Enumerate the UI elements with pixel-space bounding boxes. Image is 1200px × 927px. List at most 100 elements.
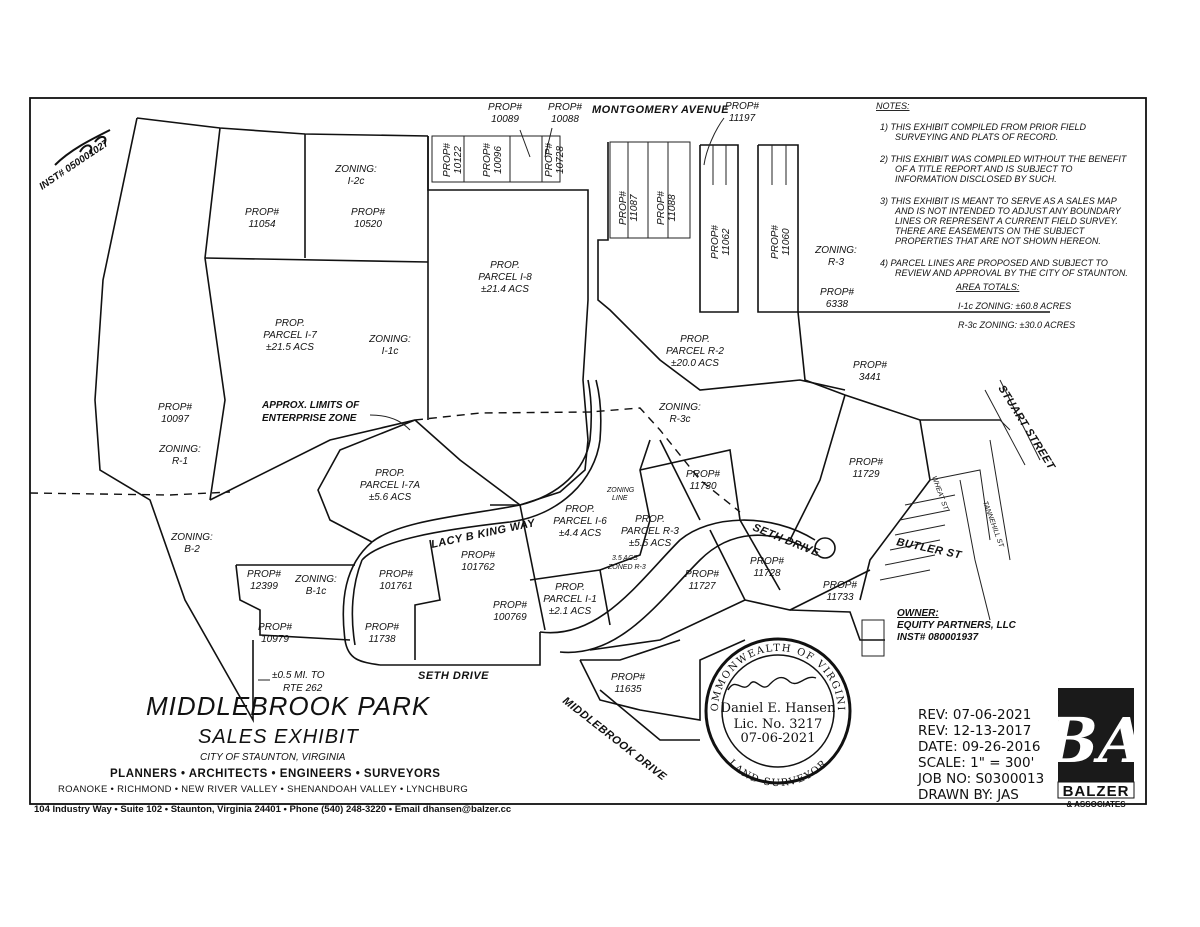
parcel-label-z11c: ZONING:I-1c <box>368 334 411 357</box>
map-title-1: MIDDLEBROOK PARK <box>146 691 431 721</box>
parcel-label-p11733: PROP#11733 <box>823 580 857 603</box>
parcel-label-p10089: PROP#10089 <box>488 102 522 125</box>
rte-note-1: ±0.5 MI. TO <box>272 670 325 681</box>
logo-sub: & ASSOCIATES <box>1066 800 1126 809</box>
parcel-label-p10520: PROP#10520 <box>351 207 385 230</box>
rte-note-2: RTE 262 <box>283 683 323 694</box>
logo-name: BALZER <box>1063 783 1130 800</box>
owner-name: EQUITY PARTNERS, LLC <box>897 620 1017 631</box>
map-title-2: SALES EXHIBIT <box>198 726 360 748</box>
owner-block: OWNER: EQUITY PARTNERS, LLC INST# 080001… <box>897 608 1017 643</box>
logo-letters: BA <box>1044 704 1147 777</box>
seal-date: 07-06-2021 <box>741 731 816 746</box>
map-city: CITY OF STAUNTON, VIRGINIA <box>200 752 346 763</box>
zoning-line-label-2: LINE <box>612 495 628 502</box>
parcel-label-p11727: PROP#11727 <box>685 569 719 592</box>
area-i1c: I-1c ZONING: ±60.8 ACRES <box>958 301 1071 311</box>
rev-job: JOB NO: S0300013 <box>917 771 1044 787</box>
parcel-label-p11054: PROP#11054 <box>245 207 279 230</box>
street-middlebrook: MIDDLEBROOK DRIVE <box>560 695 669 784</box>
parcel-label-zR3: ZONING:R-3 <box>814 245 857 268</box>
area-heading: AREA TOTALS: <box>955 282 1020 292</box>
sheet-border <box>29 97 1147 805</box>
parcel-label-pI7A: PROP.PARCEL I-7A±5.6 ACS <box>360 468 421 503</box>
street-lacy: LACY B KING WAY <box>430 517 537 551</box>
note-2-line-1: 2) THIS EXHIBIT WAS COMPILED WITHOUT THE… <box>879 154 1128 164</box>
parcel-label-p11738: PROP#11738 <box>365 622 399 645</box>
note-3-line-3: LINES OR REPRESENT A CURRENT FIELD SURVE… <box>895 216 1118 226</box>
parcel-label-p10979: PROP#10979 <box>258 622 292 645</box>
note-2-line-2: OF A TITLE REPORT AND IS SUBJECT TO <box>895 164 1073 174</box>
parcel-label-pI6: PROP.PARCEL I-6±4.4 ACS <box>553 504 607 539</box>
parcel-label-zR1: ZONING:R-1 <box>158 444 201 467</box>
strip-label-s11087: PROP#11087 <box>618 191 640 225</box>
notes-heading: NOTES: <box>876 101 910 111</box>
parcel-label-p10097: PROP#10097 <box>158 402 192 425</box>
street-montgomery: MONTGOMERY AVENUE <box>592 104 729 116</box>
parcel-label-pI1: PROP.PARCEL I-1±2.1 ACS <box>543 582 597 617</box>
note-4-line-2: REVIEW AND APPROVAL BY THE CITY OF STAUN… <box>895 268 1128 278</box>
acs-zoned-label-2: ZONED R-3 <box>607 564 646 571</box>
strip-label-s11060: PROP#11060 <box>770 225 792 259</box>
seal-license: Lic. No. 3217 <box>734 717 823 732</box>
note-1-line-2: SURVEYING AND PLATS OF RECORD. <box>895 132 1058 142</box>
strip-label-s11088: PROP#11088 <box>656 191 678 225</box>
enterprise-label-2: ENTERPRISE ZONE <box>262 413 357 424</box>
firm-address: 104 Industry Way • Suite 102 • Staunton,… <box>34 804 511 815</box>
parcel-label-zB2: ZONING:B-2 <box>170 532 213 555</box>
strip-parcel-labels: PROP#10122 PROP#10096 PROP#10728PROP#11087… <box>442 143 792 259</box>
title-block: MIDDLEBROOK PARK SALES EXHIBIT CITY OF S… <box>34 691 511 815</box>
enterprise-label-1: APPROX. LIMITS OF <box>261 400 360 411</box>
parcel-label-p12399: PROP#12399 <box>247 569 281 592</box>
note-3-line-4: THERE ARE EASEMENTS ON THE SUBJECT <box>895 226 1086 236</box>
rev-1: REV: 07-06-2021 <box>918 707 1031 723</box>
parcel-label-p10088: PROP#10088 <box>548 102 582 125</box>
parcel-lines <box>29 117 1050 741</box>
note-1-line-1: 1) THIS EXHIBIT COMPILED FROM PRIOR FIEL… <box>880 122 1087 132</box>
rev-date: DATE: 09-26-2016 <box>918 739 1040 755</box>
area-r3c: R-3c ZONING: ±30.0 ACRES <box>958 320 1075 330</box>
street-seth-2: SETH DRIVE <box>418 670 489 682</box>
parcel-label-zB1c: ZONING:B-1c <box>294 574 337 597</box>
street-wheat: WHEAT ST <box>930 475 949 512</box>
parcel-label-pI7: PROP.PARCEL I-7±21.5 ACS <box>263 318 317 353</box>
parcel-label-pI8: PROP.PARCEL I-8±21.4 ACS <box>478 260 532 295</box>
owner-inst: INST# 080001937 <box>897 632 979 643</box>
rev-2: REV: 12-13-2017 <box>918 723 1031 739</box>
parcel-label-p11635: PROP#11635 <box>611 672 645 695</box>
strip-label-s10728: PROP#10728 <box>544 143 566 177</box>
rev-scale: SCALE: 1" = 300' <box>918 755 1034 771</box>
parcel-label-zR3c: ZONING:R-3c <box>658 402 701 425</box>
inst-top-label: INST# 050001027 <box>38 138 112 193</box>
firm-branches: ROANOKE • RICHMOND • NEW RIVER VALLEY • … <box>58 784 468 795</box>
notes-block: NOTES: 1) THIS EXHIBIT COMPILED FROM PRI… <box>876 101 1128 330</box>
firm-services: PLANNERS • ARCHITECTS • ENGINEERS • SURV… <box>110 768 440 780</box>
note-3-line-1: 3) THIS EXHIBIT IS MEANT TO SERVE AS A S… <box>880 196 1117 206</box>
parcel-label-p6338: PROP#6338 <box>820 287 854 310</box>
parcel-label-z12c: ZONING:I-2c <box>334 164 377 187</box>
parcel-label-p11728: PROP#11728 <box>750 556 784 579</box>
strip-label-s11062: PROP#11062 <box>710 225 732 259</box>
note-2-line-3: INFORMATION DISCLOSED BY SUCH. <box>895 174 1057 184</box>
parcel-label-pR2: PROP.PARCEL R-2±20.0 ACS <box>666 334 724 369</box>
parcel-label-p11729: PROP#11729 <box>849 457 883 480</box>
seal-ring-bottom: LAND SURVEYOR <box>726 758 830 789</box>
signature-icon <box>727 676 817 691</box>
parcel-label-p3441: PROP#3441 <box>853 360 887 383</box>
parcel-label-p11197: PROP#11197 <box>725 101 759 124</box>
acs-zoned-label-1: 3.5 ACS <box>612 555 638 562</box>
parcel-label-p100769: PROP#100769 <box>493 600 527 623</box>
revision-block: REV: 07-06-2021 REV: 12-13-2017 DATE: 09… <box>917 707 1044 803</box>
strip-label-s10122: PROP#10122 <box>442 143 464 177</box>
note-3-line-2: AND IS NOT INTENDED TO ADJUST ANY BOUNDA… <box>894 206 1122 216</box>
parcel-labels: PROP#10089 PROP#10088 PROP#11197PROP#11054… <box>158 101 887 695</box>
balzer-logo: BA BALZER & ASSOCIATES <box>1044 688 1147 809</box>
owner-heading: OWNER: <box>897 608 939 619</box>
seal-name: Daniel E. Hansen <box>721 701 836 716</box>
parcel-label-p101762: PROP#101762 <box>461 550 495 573</box>
parcel-label-pR3: PROP.PARCEL R-3±5.5 ACS <box>621 514 679 549</box>
parcel-label-p101761: PROP#101761 <box>379 569 413 592</box>
ornament-icon <box>54 129 111 166</box>
strip-label-s10096: PROP#10096 <box>482 143 504 177</box>
